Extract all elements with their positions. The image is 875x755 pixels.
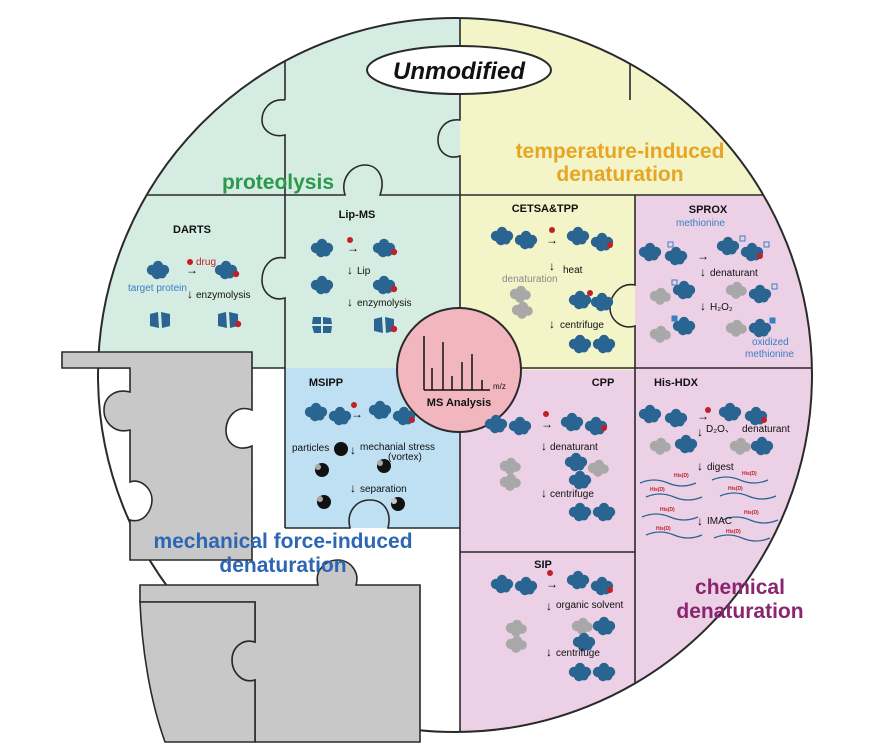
method-darts: DARTS → drug target protein ↓ enzymolysi…: [128, 224, 250, 328]
darts-step1: enzymolysis: [196, 290, 250, 301]
sip-solvent: organic solvent: [556, 600, 623, 611]
darts-drug-label: drug: [196, 257, 216, 268]
darts-down-arrow-icon: ↓: [187, 287, 193, 301]
hishdx-title: His-HDX: [654, 377, 699, 389]
hishdx-tag-8: His(D): [726, 529, 741, 535]
ms-axis-label: m/z: [493, 382, 506, 391]
hishdx-tag-5: His(D): [660, 507, 675, 513]
cetsa-down-arrow1-icon: ↓: [549, 259, 555, 273]
cpp-down-arrow1-icon: ↓: [541, 439, 547, 453]
lipms-step2: enzymolysis: [357, 298, 411, 309]
sprox-methionine: methionine: [676, 218, 725, 229]
cpp-down-arrow2-icon: ↓: [541, 486, 547, 500]
hishdx-denaturant: denaturant: [742, 424, 790, 435]
method-cpp: CPP → ↓ denaturant ↓ centrifuge: [484, 377, 616, 522]
category-temperature-line1: temperature-induced: [516, 140, 725, 163]
sip-down-arrow1-icon: ↓: [546, 599, 552, 613]
cetsa-down-arrow2-icon: ↓: [549, 317, 555, 331]
hishdx-d2o: D₂O、: [706, 424, 735, 435]
category-chemical-line1: chemical: [695, 576, 785, 599]
msipp-down-arrow2-icon: ↓: [350, 481, 356, 495]
ms-analysis-badge: m/z MS Analysis: [396, 307, 522, 433]
msipp-title: MSIPP: [309, 377, 343, 389]
cpp-denaturant: denaturant: [550, 442, 598, 453]
hishdx-digest: digest: [707, 462, 734, 473]
category-mechanical-line2: denaturation: [219, 554, 346, 577]
darts-title: DARTS: [173, 224, 211, 236]
lipms-title: Lip-MS: [339, 209, 376, 221]
cetsa-denaturation: denaturation: [502, 274, 558, 285]
sip-down-arrow2-icon: ↓: [546, 645, 552, 659]
method-cetsa: CETSA&TPP → ↓ heat denaturation ↓ centri…: [490, 203, 616, 354]
method-lipms: Lip-MS → ↓ Lip ↓ enzymolysis: [310, 209, 411, 333]
category-proteolysis: proteolysis: [222, 171, 334, 194]
lipms-down-arrow2-icon: ↓: [347, 295, 353, 309]
unmodified-badge: Unmodified: [366, 45, 552, 95]
hishdx-tag-4: His(D): [728, 486, 743, 492]
category-mechanical-line1: mechanical force-induced: [153, 530, 412, 553]
category-chemical-line2: denaturation: [676, 600, 803, 623]
cetsa-heat: heat: [563, 265, 583, 276]
darts-arrow-icon: →: [186, 263, 198, 277]
page-title: Unmodified: [393, 58, 526, 85]
cetsa-title: CETSA&TPP: [512, 203, 579, 215]
method-msipp: MSIPP → particles ↓ mechanial stress (vo…: [292, 377, 435, 511]
hishdx-tag-3: His(D): [650, 487, 665, 493]
msipp-separation: separation: [360, 484, 407, 495]
msipp-particles: particles: [292, 443, 329, 454]
cetsa-arrow-icon: →: [546, 233, 558, 247]
hishdx-down-arrow1-icon: ↓: [697, 425, 703, 439]
hishdx-tag-2: His(D): [742, 471, 757, 477]
sprox-arrow-icon: →: [697, 249, 709, 263]
cpp-title: CPP: [592, 377, 615, 389]
cpp-centrifuge: centrifuge: [550, 489, 594, 500]
sip-title: SIP: [534, 559, 552, 571]
hishdx-tag-7: His(D): [656, 526, 671, 532]
sprox-oxidized-line1: oxidized: [752, 337, 789, 348]
method-sip: SIP → ↓ organic solvent ↓ centrifuge: [490, 559, 623, 682]
method-hishdx: His-HDX → ↓ D₂O、 denaturant ↓ digest His…: [638, 377, 790, 542]
sip-centrifuge: centrifuge: [556, 648, 600, 659]
darts-target-label: target protein: [128, 283, 187, 294]
hishdx-down-arrow2-icon: ↓: [697, 459, 703, 473]
sprox-down-arrow1-icon: ↓: [700, 265, 706, 279]
ms-analysis-label: MS Analysis: [427, 397, 491, 409]
msipp-down-arrow1-icon: ↓: [350, 443, 356, 457]
lipms-down-arrow1-icon: ↓: [347, 263, 353, 277]
category-temperature-line2: denaturation: [556, 163, 683, 186]
cpp-arrow-icon: →: [541, 417, 553, 431]
lipms-arrow-icon: →: [347, 241, 359, 255]
hishdx-arrow-icon: →: [697, 409, 709, 423]
sip-arrow-icon: →: [546, 577, 558, 591]
hishdx-down-arrow3-icon: ↓: [697, 514, 703, 528]
method-sprox: SPROX methionine → ↓ denaturant ↓ H₂O₂ o…: [638, 204, 794, 360]
sprox-title: SPROX: [689, 204, 728, 216]
hishdx-peptide-lines: [639, 476, 779, 542]
sprox-denaturant: denaturant: [710, 268, 758, 279]
gray-puzzle-pieces: [61, 351, 421, 743]
msipp-stress2: (vortex): [388, 452, 422, 463]
msipp-arrow-icon: →: [351, 407, 363, 421]
sprox-down-arrow2-icon: ↓: [700, 299, 706, 313]
hishdx-tag-6: His(D): [744, 510, 759, 516]
sprox-oxidized-line2: methionine: [745, 349, 794, 360]
msipp-stress1: mechanial stress: [360, 442, 435, 453]
hishdx-tag-1: His(D): [674, 473, 689, 479]
sprox-h2o2: H₂O₂: [710, 302, 733, 313]
lipms-step1: Lip: [357, 266, 371, 277]
cetsa-centrifuge: centrifuge: [560, 320, 604, 331]
hishdx-imac: IMAC: [707, 516, 732, 527]
